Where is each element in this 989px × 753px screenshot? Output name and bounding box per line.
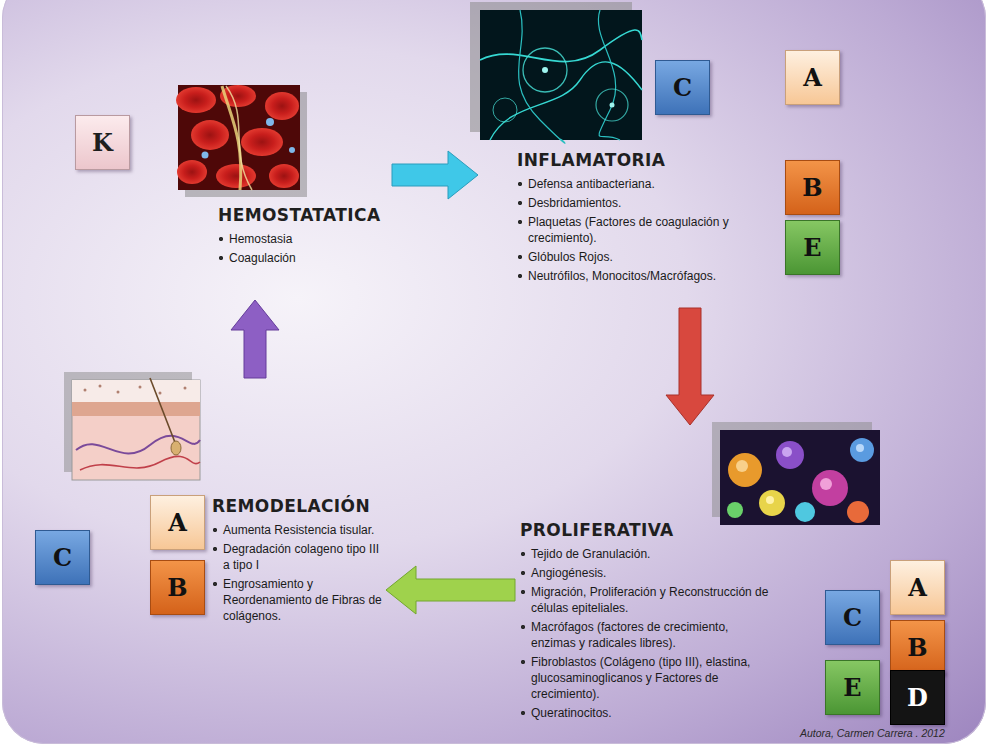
bullet-item: Hemostasia bbox=[218, 231, 388, 247]
bullet-item: Neutrófilos, Monocitos/Macrófagos. bbox=[517, 268, 767, 284]
letter-code: B bbox=[802, 173, 822, 202]
bullet-item: Degradación colageno tipo III a tipo I bbox=[212, 541, 382, 573]
bullet-item: Queratinocitos. bbox=[520, 705, 770, 721]
bullet-item: Engrosamiento y Reordenamiento de Fibras… bbox=[212, 576, 382, 624]
letter-box: A bbox=[890, 560, 945, 615]
letter-box: B bbox=[785, 160, 840, 215]
bullet-item: Migración, Proliferación y Reconstrucció… bbox=[520, 584, 770, 616]
bullet-item: Plaquetas (Factores de coagulación y cre… bbox=[517, 214, 767, 246]
letter-box: B bbox=[150, 560, 205, 615]
phase-heading: INFLAMATORIA bbox=[517, 150, 767, 170]
letter-code: B bbox=[167, 573, 187, 602]
letter-code: C bbox=[673, 73, 692, 102]
letter-box: K bbox=[75, 115, 130, 170]
phase-text-column: REMODELACIÓN Aumenta Resistencia tisular.… bbox=[212, 496, 382, 627]
phase-text-column: INFLAMATORIA Defensa antibacteriana. Desbr… bbox=[517, 150, 767, 287]
letter-code: K bbox=[92, 128, 113, 157]
bullet-item: Tejido de Granulación. bbox=[520, 546, 770, 562]
letter-box: E bbox=[825, 660, 880, 715]
letter-code: A bbox=[803, 63, 822, 92]
letter-box: E bbox=[785, 220, 840, 275]
letter-code: C bbox=[53, 543, 72, 572]
phase-group: HEMOSTATATICA HemostasiaCoagulación K bbox=[70, 80, 392, 300]
block-arrow bbox=[231, 300, 279, 378]
letter-box: D bbox=[890, 670, 945, 725]
letter-code: C bbox=[843, 603, 862, 632]
blood-cells-picture bbox=[176, 85, 307, 197]
letter-code: A bbox=[168, 508, 187, 537]
block-arrow bbox=[392, 151, 478, 199]
letter-box: C bbox=[35, 530, 90, 585]
bullet-item: Fibroblastos (Colágeno (tipo III), elast… bbox=[520, 654, 770, 702]
letter-code: B bbox=[907, 633, 927, 662]
block-arrow bbox=[666, 308, 714, 425]
author-credit: Autora, Carmen Carrera . 2012 bbox=[800, 727, 945, 739]
block-arrow bbox=[386, 566, 515, 614]
phase-group: PROLIFERATIVA Tejido de Granulación. Angio… bbox=[515, 425, 955, 730]
phase-heading: REMODELACIÓN bbox=[212, 496, 382, 516]
bullet-item: Desbridamientos. bbox=[517, 195, 767, 211]
phase-text-column: HEMOSTATATICA HemostasiaCoagulación bbox=[218, 205, 388, 269]
bullet-item: Coagulación bbox=[218, 250, 388, 266]
letter-box: A bbox=[150, 495, 205, 550]
bullet-item: Angiogénesis. bbox=[520, 565, 770, 581]
letter-code: D bbox=[907, 683, 928, 712]
phase-group: REMODELACIÓN Aumenta Resistencia tisular.… bbox=[30, 378, 386, 631]
phase-group: INFLAMATORIA Defensa antibacteriana. Desbr… bbox=[478, 8, 848, 308]
letter-box: A bbox=[785, 50, 840, 105]
proliferation-cells-picture bbox=[712, 422, 880, 525]
phase-text-column: PROLIFERATIVA Tejido de Granulación. Angio… bbox=[520, 520, 770, 724]
letter-code: E bbox=[803, 233, 821, 262]
inflammation-cells-picture bbox=[470, 2, 642, 143]
bullet-item: Aumenta Resistencia tisular. bbox=[212, 522, 382, 538]
bullet-item: Defensa antibacteriana. bbox=[517, 176, 767, 192]
letter-code: E bbox=[843, 673, 861, 702]
letter-code: A bbox=[908, 573, 927, 602]
phase-heading: PROLIFERATIVA bbox=[520, 520, 770, 540]
bullet-item: Glóbulos Rojos. bbox=[517, 249, 767, 265]
letter-box: B bbox=[890, 620, 945, 675]
phase-heading: HEMOSTATATICA bbox=[218, 205, 388, 225]
letter-box: C bbox=[825, 590, 880, 645]
skin-section-picture bbox=[64, 372, 200, 480]
bullet-item: Macrófagos (factores de crecimiento, enz… bbox=[520, 619, 770, 651]
letter-box: C bbox=[655, 60, 710, 115]
